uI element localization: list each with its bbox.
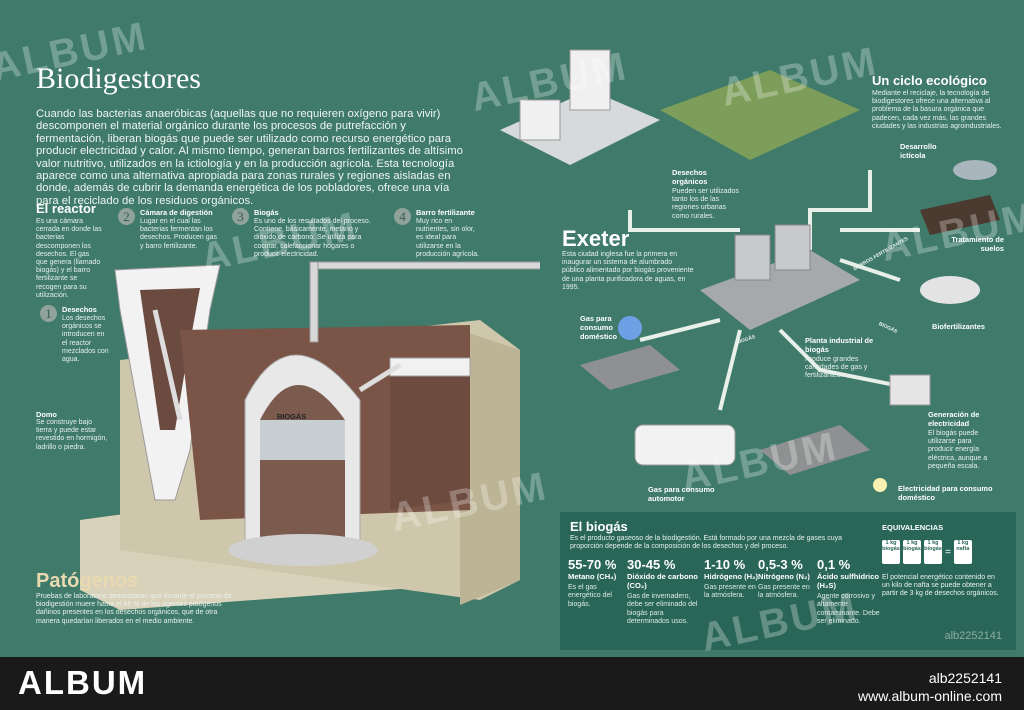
equiv-k1: biogás: [882, 546, 900, 552]
tratamiento-label: Tratamiento de suelos: [951, 235, 1004, 253]
patogenos-text: Pruebas de laboratorio demostraron que d…: [36, 593, 232, 625]
patogenos-title: Patógenos: [36, 570, 139, 592]
equiv-text: El potencial energético contenido en un …: [882, 574, 999, 598]
desechos-label: Desechos orgánicos: [672, 168, 708, 186]
step-2-text: Lugar en el cual las bacterias fermentan…: [140, 218, 218, 250]
generacion-label: Generación de electricidad: [928, 410, 980, 428]
footer-bar: [0, 657, 1024, 710]
gas-pct: 55-70 %: [568, 557, 617, 572]
gas-pct: 0,5-3 %: [758, 557, 803, 572]
gas-nitrogeno: 0,5-3 % Nitrógeno (N₂) Gas presente en l…: [758, 557, 816, 601]
gas-name: Metano (CH₄): [568, 572, 617, 581]
reactor-text: Es una cámara cerrada en donde las bacte…: [36, 218, 102, 299]
gas-desc: Gas presente en la atmósfera.: [704, 584, 756, 600]
step-3-text: Es uno de los resultados del proceso. Co…: [254, 218, 371, 258]
domo-title: Domo: [36, 410, 57, 419]
step-4-number: 4: [394, 208, 411, 225]
site-url: www.album-online.com: [858, 688, 1002, 704]
biodigester-illustration: [80, 261, 540, 610]
step-2-title: Cámara de digestión: [140, 208, 213, 217]
gas-automotor-label: Gas para consumo automotor: [648, 485, 715, 503]
page-title: Biodigestores: [36, 62, 201, 95]
generacion-text: El biogás puede utilizarse para producir…: [928, 430, 988, 470]
step-3-number: 3: [232, 208, 249, 225]
gas-dioxido: 30-45 % Dióxido de carbono (CO₂) Gas de …: [627, 557, 699, 627]
planta-text: Produce grandes cantidades de gas y fert…: [805, 356, 868, 380]
gas-domestico-label: Gas para consumo doméstico: [580, 314, 617, 341]
elec-domestica-label: Electricidad para consumo doméstico: [898, 484, 993, 502]
exeter-title: Exeter: [562, 226, 630, 251]
step-2-number: 2: [118, 208, 135, 225]
ciclo-title: Un ciclo ecológico: [872, 73, 987, 88]
equiv-k4: nafta: [956, 546, 970, 552]
gas-name: Ácido sulfhídrico (H₂S): [817, 572, 880, 590]
step-1-title: Desechos: [62, 305, 97, 314]
elbiogas-title: El biogás: [570, 519, 628, 534]
gas-name: Dióxido de carbono (CO₂): [627, 572, 698, 590]
elbiogas-text: Es el producto gaseoso de la biodigestió…: [570, 535, 842, 551]
album-logo: ALBUM: [18, 664, 148, 701]
step-4-title: Barro fertilizante: [416, 208, 475, 217]
gas-pct: 1-10 %: [704, 557, 746, 572]
desechos-text: Pueden ser utilizados tanto los de las r…: [672, 188, 739, 220]
gas-name: Nitrógeno (N₂): [758, 572, 810, 581]
cycle-diagram: [500, 49, 1000, 492]
step-1-number: 1: [40, 305, 57, 322]
step-4-text: Muy rico en nutrientes, sin olor, es ide…: [416, 218, 480, 258]
biofert-label: Biofertilizantes: [932, 322, 985, 331]
gas-hidrogeno: 1-10 % Hidrógeno (H₂) Gas presente en la…: [704, 557, 762, 601]
reactor-title: El reactor: [36, 201, 96, 216]
equiv-kg: 1 kg: [927, 540, 939, 546]
equiv-k3: biogás: [924, 546, 942, 552]
corner-watermark: alb2252141: [944, 630, 1002, 642]
equiv-kg: 1 kg: [906, 540, 918, 546]
step-1-text: Los desechos orgánicos se introducen en …: [62, 315, 109, 364]
gas-desc: Agente corrosivo y altamente contaminant…: [817, 593, 880, 626]
gas-desc: Gas presente en la atmósfera.: [758, 584, 810, 600]
planta-label: Planta industrial de biogás: [805, 336, 874, 354]
intro-text: Cuando las bacterias anaeróbicas (aquell…: [36, 108, 463, 207]
domo-text: Se construye bajo tierra y puede estar r…: [36, 419, 108, 451]
equiv-k2: biogás: [903, 546, 921, 552]
ciclo-text: Mediante el reciclaje, la tecnología de …: [872, 90, 1002, 130]
equiv-kg: 1 kg: [957, 540, 969, 546]
gas-desc: Es el gas energético del biogás.: [568, 584, 612, 608]
biogas-panel: [560, 512, 1016, 650]
gas-pct: 30-45 %: [627, 557, 676, 572]
step-3-title: Biogás: [254, 208, 279, 217]
gas-metano: 55-70 % Metano (CH₄) Es el gas energétic…: [568, 557, 630, 609]
gas-pct: 0,1 %: [817, 557, 851, 572]
desarrollo-label: Desarrollo ictícola: [900, 142, 937, 160]
gas-name: Hidrógeno (H₂): [704, 572, 758, 581]
equiv-kg: 1 kg: [885, 540, 897, 546]
equiv-title: EQUIVALENCIAS: [882, 523, 944, 532]
image-code: alb2252141: [928, 670, 1002, 686]
equals-icon: =: [945, 546, 951, 558]
exeter-text: Esta ciudad inglesa fue la primera en in…: [562, 251, 694, 291]
biogas-label: BIOGÁS: [277, 412, 307, 421]
gas-acido: 0,1 % Ácido sulfhídrico (H₂S) Agente cor…: [817, 557, 881, 627]
gas-desc: Gas de invernadero, debe ser eliminado d…: [627, 593, 698, 626]
